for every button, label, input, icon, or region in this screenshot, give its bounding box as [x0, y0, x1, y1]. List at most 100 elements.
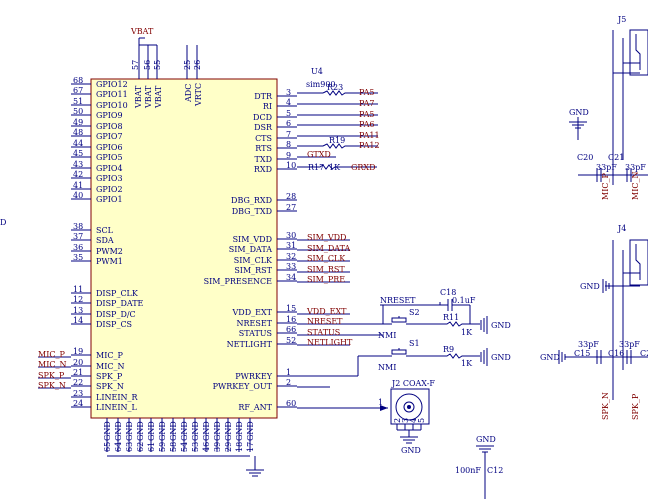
left-pin-number: 20 [73, 358, 83, 367]
left-pin-number: 49 [73, 118, 83, 127]
left-pin-name: SPK_N [96, 382, 124, 391]
grxd-net-label: GRXD [351, 163, 376, 172]
right-pin-number: 27 [286, 203, 296, 212]
left-pin-number: 48 [73, 128, 83, 137]
right-pin-name: DBG_TXD [232, 207, 272, 216]
gnd-pin-number: 59 [158, 442, 167, 452]
right-pin-name: DTR [254, 92, 273, 101]
gnd-c15: GND [540, 353, 560, 362]
left-pin-number: 14 [73, 316, 83, 325]
spk-p-net: SPK_P [38, 371, 65, 380]
gnd-pin-number: 65 [103, 442, 112, 452]
j5-mic-jack[interactable]: J5 GND C20 C21 33pF 33pF MIC_P MIC_N [569, 15, 648, 200]
j4-spk-jack[interactable]: J4 GND GND 33pF 33pF C15 C16 C2 SPK_N SP… [540, 224, 648, 420]
right-pin-name: SIM_VDD [233, 235, 272, 244]
switch-s1[interactable]: S1 NMI R9 1K GND [378, 339, 511, 372]
gnd-pin-number: 62 [136, 442, 145, 452]
left-pin-name: GPIO3 [96, 174, 123, 183]
right-pin-number: 10 [286, 161, 296, 170]
left-pin-name: GPIO12 [96, 80, 128, 89]
left-pin-number: 67 [73, 86, 83, 95]
left-pin-name: PWM1 [96, 257, 123, 266]
left-pin-name: GPIO7 [96, 132, 123, 141]
r9-value: 1K [461, 359, 473, 368]
left-pin-name: GPIO10 [96, 101, 128, 110]
uart-nets: R23 R19 GTXD R17 1K GRXD PA5 PA7 PA5 PA6… [297, 83, 380, 172]
right-pin-name: SIM_DATA [229, 245, 272, 254]
right-pin-number: 6 [286, 119, 291, 128]
right-pin-number: 7 [286, 130, 291, 139]
coax-pin-3: 3 [401, 418, 410, 423]
spk-n-net: SPK_N [38, 381, 66, 390]
spk-p-vertical: SPK_P [631, 393, 640, 420]
left-pin-name: GPIO1 [96, 195, 123, 204]
spk-n-vertical: SPK_N [601, 392, 610, 420]
left-pin-number: 35 [73, 253, 83, 262]
c21-val: 33pF [625, 163, 646, 172]
left-pin-name: GPIO9 [96, 111, 123, 120]
r9-label: R9 [443, 345, 454, 354]
left-pin-number: 50 [73, 107, 83, 116]
gnd-pin-number: 63 [125, 442, 134, 452]
c2x-label: C2 [640, 349, 648, 358]
left-pin-name: SCL [96, 226, 114, 235]
mic-n-vertical: MIC_N [631, 172, 640, 200]
right-pin-number: 5 [286, 109, 291, 118]
left-pin-number: 19 [73, 347, 83, 356]
sim-rst-net: SIM_RST [307, 265, 345, 274]
gnd-pin-name: GND [136, 421, 145, 441]
gnd-pin-number: 29 [224, 442, 233, 452]
gnd-bottom: GND [476, 435, 496, 444]
cap-bottom-val: 100nF [455, 466, 481, 475]
j5-label: J5 [617, 15, 626, 24]
right-pin-name: RXD [254, 165, 272, 174]
right-pin-name: NETLIGHT [227, 340, 273, 349]
coax-label: J2 COAX-F [391, 379, 435, 388]
c15-label: C15 [574, 349, 590, 358]
gtxd-net-label: GTXD [307, 150, 331, 159]
right-pin-number: 3 [286, 88, 291, 97]
right-pin-name: SIM_PRESENCE [204, 277, 273, 286]
sim-vdd-net: SIM_VDD [307, 233, 346, 242]
left-pin-number: 40 [73, 191, 83, 200]
top-pin-name: VBAT [154, 85, 163, 109]
left-pin-name: GPIO8 [96, 122, 123, 131]
gnd-pin-number: 39 [213, 442, 222, 452]
r11-label: R11 [443, 313, 459, 322]
left-pin-name: GPIO4 [96, 164, 123, 173]
sim-data-net: SIM_DATA [307, 244, 350, 253]
gnd-pin-number: 53 [191, 442, 200, 452]
right-pin-number: 15 [286, 304, 296, 313]
gnd-pin-name: GND [103, 421, 112, 441]
gnd-pin-name: GND [114, 421, 123, 441]
switch-s2[interactable]: NRESET S2 NMI C18 0.1uF R11 1K GND [378, 288, 511, 340]
status-net: STATUS [307, 328, 340, 337]
gnd-pin-number: 46 [202, 442, 211, 452]
right-pin-number: 2 [286, 378, 291, 387]
right-pin-name: RTS [255, 144, 272, 153]
c16-val: 33pF [619, 340, 640, 349]
right-pin-number: 4 [286, 98, 291, 107]
gnd-pin-number: 17 [246, 442, 255, 452]
c20-label: C20 [577, 153, 593, 162]
left-pin-number: 22 [73, 378, 83, 387]
right-pin-number: 9 [286, 151, 291, 160]
sim900-chip[interactable]: VBAT 57 56 55 25 26 VBAT VBAT VBAT ADC V… [71, 27, 336, 477]
left-pin-number: 44 [73, 139, 83, 148]
pa7-net-label: PA7 [359, 99, 375, 108]
left-pin-name: LINEIN_L [96, 403, 137, 412]
left-pin-name: GPIO11 [96, 90, 128, 99]
right-pin-name: STATUS [239, 329, 272, 338]
top-pin-name: VRTC [194, 83, 203, 107]
gnd-pin-name: GND [158, 421, 167, 441]
gnd-s1: GND [491, 353, 511, 362]
coax-connector[interactable]: J2 COAX-F 2 3 4 5 GND [390, 379, 435, 455]
right-pin-name: PWRKEY [235, 372, 272, 381]
left-pin-number: 11 [73, 285, 83, 294]
top-pin-name: ADC [184, 84, 193, 103]
chip-designator: U4 [311, 67, 323, 76]
j4-label: J4 [617, 224, 626, 233]
right-pin-name: PWRKEY_OUT [213, 382, 273, 391]
mic-n-net: MIC_N [38, 360, 66, 369]
